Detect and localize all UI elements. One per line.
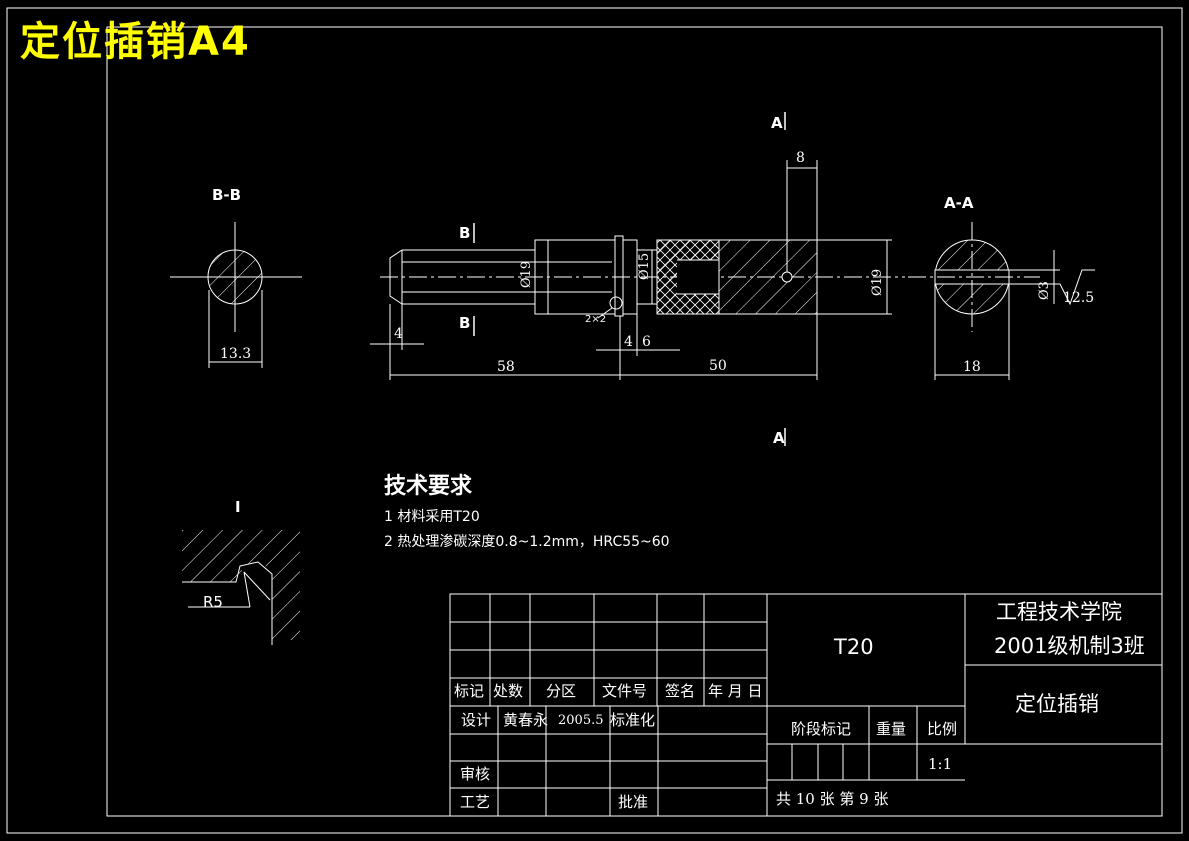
b-marker-top: B bbox=[459, 224, 471, 242]
tb-design-date: 2005.5 bbox=[558, 713, 604, 728]
a-marker-top: A bbox=[771, 114, 783, 132]
tb-header-count: 处数 bbox=[493, 682, 524, 700]
tb-process: 工艺 bbox=[460, 793, 491, 811]
b-marker-bottom: B bbox=[459, 314, 471, 332]
tb-header-zone: 分区 bbox=[546, 682, 577, 700]
main-view bbox=[370, 112, 905, 446]
tb-stage-mark: 阶段标记 bbox=[791, 720, 852, 738]
tb-material: T20 bbox=[834, 635, 874, 659]
detail-i-view bbox=[182, 530, 300, 645]
dim-50: 50 bbox=[709, 358, 727, 374]
dim-4-left: 4 bbox=[394, 326, 403, 342]
tb-header-docno: 文件号 bbox=[602, 682, 648, 700]
tb-part-name: 定位插销 bbox=[1015, 692, 1099, 716]
dim-4-mid: 4 bbox=[624, 334, 633, 350]
tb-school-line2: 2001级机制3班 bbox=[994, 634, 1145, 658]
dim-58: 58 bbox=[497, 359, 515, 375]
tb-sheets: 共 10 张 第 9 张 bbox=[776, 790, 889, 808]
section-aa-view bbox=[908, 222, 1095, 380]
surface-roughness: 12.5 bbox=[1063, 290, 1095, 306]
title-block-grid bbox=[449, 593, 1163, 817]
tech-requirement-2: 2 热处理渗碳深度0.8~1.2mm，HRC55~60 bbox=[384, 534, 670, 550]
tb-scale-value: 1:1 bbox=[928, 755, 953, 773]
dim-dia-15: Ø15 bbox=[637, 252, 652, 280]
tb-header-sign: 签名 bbox=[665, 682, 696, 700]
a-marker-bottom: A bbox=[773, 429, 785, 447]
tb-review: 审核 bbox=[460, 765, 491, 783]
detail-label: I bbox=[235, 498, 241, 516]
tb-scale: 比例 bbox=[927, 720, 958, 738]
drawing-title: 定位插销A4 bbox=[20, 19, 251, 65]
aa-section-title: A-A bbox=[944, 194, 974, 212]
tb-design-label: 设计 bbox=[461, 711, 492, 729]
dim-chamfer: 2×2 bbox=[585, 314, 607, 325]
tb-designer: 黄春永 bbox=[503, 711, 549, 729]
tb-header-mark: 标记 bbox=[454, 682, 485, 700]
tb-approve: 批准 bbox=[618, 793, 649, 811]
tech-requirements-heading: 技术要求 bbox=[384, 474, 473, 499]
tb-standardize: 标准化 bbox=[610, 711, 656, 729]
dim-radius: R5 bbox=[203, 593, 223, 611]
tb-header-date: 年 月 日 bbox=[708, 682, 763, 700]
tb-school-line1: 工程技术学院 bbox=[996, 600, 1122, 624]
dim-aa-width: 18 bbox=[963, 359, 981, 375]
section-bb-view bbox=[170, 222, 302, 368]
dim-dia-19-right: Ø19 bbox=[870, 268, 885, 296]
dim-dia-19-left: Ø19 bbox=[519, 260, 534, 288]
bb-section-title: B-B bbox=[212, 186, 242, 204]
dim-6: 6 bbox=[642, 334, 651, 350]
dim-8: 8 bbox=[796, 150, 805, 166]
dim-aa-dia-3: Ø3 bbox=[1037, 281, 1052, 300]
outer-border bbox=[6, 7, 1183, 834]
tech-requirement-1: 1 材料采用T20 bbox=[384, 509, 480, 525]
tb-weight: 重量 bbox=[876, 720, 907, 738]
dim-bb-width: 13.3 bbox=[220, 346, 252, 362]
